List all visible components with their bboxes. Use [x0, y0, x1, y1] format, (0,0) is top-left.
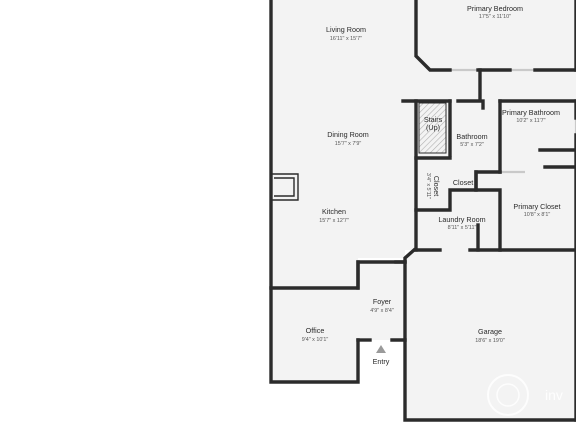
primary-bedroom-name: Primary Bedroom [467, 4, 523, 13]
living-room-dims: 16'11" x 15'7" [330, 36, 362, 42]
office-dims: 9'4" x 10'1" [302, 337, 329, 343]
foyer-dims: 4'9" x 8'4" [370, 308, 394, 314]
stairs-name-line1: Stairs [424, 115, 443, 124]
dining-room-dims: 15'7" x 7'9" [335, 141, 362, 147]
garage-dims: 18'6" x 19'0" [475, 338, 505, 344]
kitchen-name: Kitchen [322, 207, 346, 216]
bathroom-name: Bathroom [456, 132, 487, 141]
laundry-room-dims: 8'11" x 5'11" [448, 225, 477, 231]
laundry-room-name: Laundry Room [438, 215, 485, 224]
stairs-name-line2: (Up) [426, 123, 440, 132]
closet-small-dims: 3'4" x 5'11" [425, 173, 431, 199]
entry-arrow-icon [376, 345, 386, 353]
office-name: Office [306, 326, 325, 335]
closet-small-name: Closet [432, 176, 441, 196]
primary-bedroom-dims: 17'5" x 11'10" [479, 14, 511, 20]
closet-name: Closet [453, 178, 473, 187]
watermark: inv [487, 374, 563, 416]
stairs-hatch [418, 102, 447, 154]
primary-bathroom-dims: 10'2" x 11'7" [516, 118, 545, 124]
dining-room-name: Dining Room [327, 130, 369, 139]
primary-bathroom-name: Primary Bathroom [502, 108, 560, 117]
walls [269, 0, 576, 422]
room-labels: Living Room 16'11" x 15'7" Primary Bedro… [302, 4, 561, 366]
entry-label: Entry [373, 357, 390, 366]
watermark-text: inv [545, 387, 563, 403]
primary-closet-dims: 10'8" x 8'1" [524, 212, 551, 218]
garage-name: Garage [478, 327, 502, 336]
primary-closet-name: Primary Closet [513, 202, 560, 211]
kitchen-dims: 15'7" x 12'7" [319, 218, 349, 224]
bathroom-dims: 5'3" x 7'2" [460, 142, 484, 148]
foyer-name: Foyer [373, 297, 392, 306]
living-room-name: Living Room [326, 25, 366, 34]
